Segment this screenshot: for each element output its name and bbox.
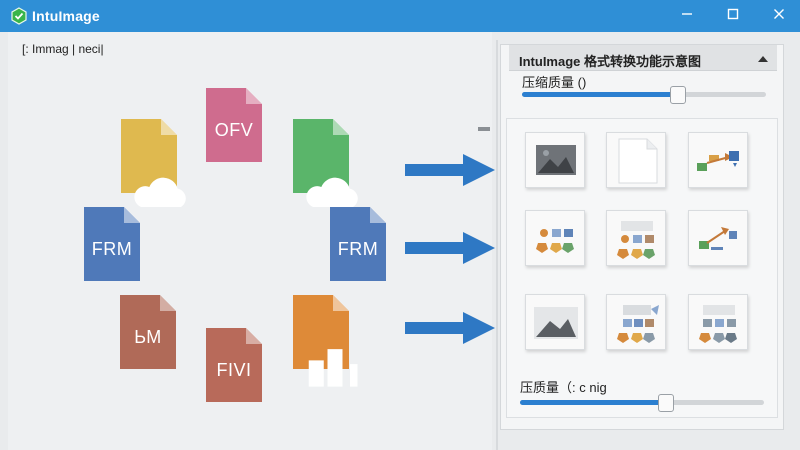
flow-diagram-icon — [697, 151, 739, 171]
thumbnail-blank[interactable] — [606, 132, 666, 188]
source-file-ofv[interactable]: OFV — [204, 86, 264, 164]
flow-diagram-icon — [699, 227, 737, 250]
app-logo-icon — [10, 7, 28, 25]
chevron-up-icon[interactable] — [757, 52, 769, 64]
file-type-label: FIVI — [216, 360, 252, 380]
panel-label: [: Immag | neci| — [22, 42, 104, 56]
shapes-cluster-icon — [617, 305, 659, 343]
close-icon — [773, 7, 785, 25]
compression-quality-label: 压缩质量 () — [522, 75, 587, 90]
panel-header[interactable]: IntuImage 格式转换功能示意图 — [509, 45, 777, 71]
blank-file-icon — [618, 138, 658, 184]
thumbnail-image[interactable] — [525, 294, 585, 350]
arrow-right-icon — [405, 230, 495, 266]
maximize-button[interactable] — [710, 0, 756, 32]
panel-divider[interactable] — [496, 40, 498, 450]
source-file-fivi[interactable]: FIVI — [204, 326, 264, 404]
source-file-chart-orange[interactable] — [291, 293, 358, 387]
thumbnail-image[interactable] — [525, 132, 585, 188]
image-placeholder-icon — [534, 307, 578, 339]
quality-label: 压质量（: c nig — [520, 380, 607, 395]
shapes-cluster-icon — [699, 305, 737, 343]
arrow-right-icon — [405, 152, 495, 188]
file-type-label: OFV — [214, 120, 254, 140]
arrow-right-icon — [405, 310, 495, 346]
panel-title: IntuImage 格式转换功能示意图 — [519, 54, 702, 69]
image-placeholder-icon — [536, 145, 576, 175]
source-file-bm[interactable]: ЬМ — [118, 293, 178, 371]
title-bar: IntuImage — [0, 0, 800, 32]
compression-quality-slider[interactable] — [522, 86, 766, 104]
shapes-cluster-icon — [536, 229, 574, 253]
minimize-icon — [681, 7, 693, 25]
thumbnail-flow[interactable] — [688, 132, 748, 188]
slider-fill — [520, 400, 667, 405]
source-file-cloud-yellow[interactable] — [119, 117, 186, 207]
source-file-frm-left[interactable]: FRM — [82, 205, 142, 283]
slider-thumb[interactable] — [670, 86, 687, 104]
close-button[interactable] — [756, 0, 800, 32]
slider-thumb[interactable] — [658, 394, 675, 412]
thumbnail-shapes[interactable] — [688, 294, 748, 350]
file-type-label: ЬМ — [134, 327, 162, 347]
window-title: IntuImage — [32, 8, 100, 24]
minimize-button[interactable] — [664, 0, 710, 32]
slider-fill — [522, 92, 679, 97]
collapse-left-button[interactable] — [478, 127, 490, 131]
file-type-label: FRM — [337, 239, 379, 259]
thumbnail-shapes[interactable] — [525, 210, 585, 266]
thumbnail-shapes[interactable] — [606, 294, 666, 350]
thumbnail-shapes[interactable] — [606, 210, 666, 266]
shapes-cluster-icon — [617, 221, 655, 259]
quality-slider[interactable] — [520, 394, 764, 412]
source-file-frm-right[interactable]: FRM — [328, 205, 388, 283]
maximize-icon — [727, 7, 739, 25]
file-type-label: FRM — [91, 239, 133, 259]
thumbnail-flow[interactable] — [688, 210, 748, 266]
source-file-cloud-green[interactable] — [291, 117, 358, 207]
